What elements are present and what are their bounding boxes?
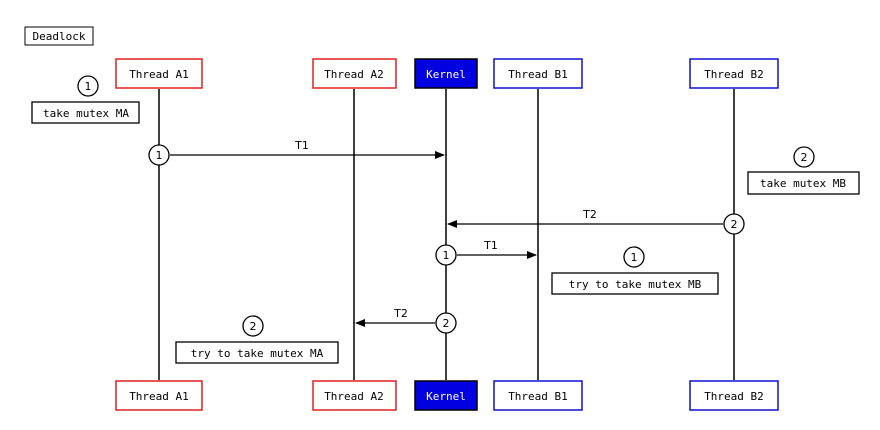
message-label: T2 bbox=[393, 307, 408, 320]
participant-label: Thread A1 bbox=[129, 68, 189, 81]
participant-kernel-top: Kernel bbox=[414, 58, 478, 89]
note-text: try to take mutex MA bbox=[191, 347, 324, 360]
step-marker-kernel-2: 2 bbox=[435, 312, 457, 334]
participant-thread-a1-top: Thread A1 bbox=[115, 58, 203, 89]
participant-thread-b1-bottom: Thread B1 bbox=[493, 380, 583, 411]
step-marker-a1: 1 bbox=[148, 144, 170, 166]
participant-thread-a1-bottom: Thread A1 bbox=[115, 380, 203, 411]
note-number-circle bbox=[77, 75, 99, 97]
note-number: 2 bbox=[801, 151, 808, 164]
note-text: try to take mutex MB bbox=[569, 278, 702, 291]
note-try-take-mutex-ma: 2 try to take mutex MA bbox=[175, 315, 339, 364]
participant-label: Kernel bbox=[426, 390, 466, 403]
message-kernel-to-b1: T1 bbox=[457, 239, 537, 259]
note-take-mutex-mb: 2 take mutex MB bbox=[747, 146, 860, 195]
note-number: 1 bbox=[631, 251, 638, 264]
diagram-title: Deadlock bbox=[24, 26, 94, 46]
message-label: T2 bbox=[582, 208, 597, 221]
message-label: T1 bbox=[294, 139, 309, 152]
participant-kernel-bottom: Kernel bbox=[414, 380, 478, 411]
message-a1-to-kernel: T1 bbox=[170, 139, 445, 159]
message-label: T1 bbox=[483, 239, 498, 252]
participant-thread-b2-bottom: Thread B2 bbox=[689, 380, 779, 411]
participant-label: Thread B1 bbox=[508, 390, 568, 403]
note-take-mutex-ma: 1 take mutex MA bbox=[31, 75, 140, 124]
diagram-title-text: Deadlock bbox=[33, 30, 86, 43]
note-number: 2 bbox=[250, 320, 257, 333]
step-marker-b2: 2 bbox=[723, 213, 745, 235]
participant-thread-b2-top: Thread B2 bbox=[689, 58, 779, 89]
step-marker-number: 2 bbox=[731, 218, 738, 231]
note-number-circle bbox=[242, 315, 264, 337]
step-marker-number: 1 bbox=[443, 249, 450, 262]
participant-label: Kernel bbox=[426, 68, 466, 81]
participant-label: Thread A1 bbox=[129, 390, 189, 403]
note-try-take-mutex-mb: 1 try to take mutex MB bbox=[551, 246, 719, 295]
participant-label: Thread B1 bbox=[508, 68, 568, 81]
participant-thread-a2-bottom: Thread A2 bbox=[312, 380, 397, 411]
participant-thread-a2-top: Thread A2 bbox=[312, 58, 397, 89]
participant-label: Thread B2 bbox=[704, 390, 764, 403]
step-marker-number: 2 bbox=[443, 317, 450, 330]
step-marker-kernel-1: 1 bbox=[435, 244, 457, 266]
participant-label: Thread A2 bbox=[324, 68, 384, 81]
participant-label: Thread A2 bbox=[324, 390, 384, 403]
message-kernel-to-a2: T2 bbox=[355, 307, 435, 327]
note-number-circle bbox=[623, 246, 645, 268]
note-text: take mutex MB bbox=[760, 177, 846, 190]
note-number-circle bbox=[793, 146, 815, 168]
message-b2-to-kernel: T2 bbox=[447, 208, 723, 228]
step-marker-number: 1 bbox=[156, 149, 163, 162]
note-number: 1 bbox=[85, 80, 92, 93]
participant-label: Thread B2 bbox=[704, 68, 764, 81]
participant-thread-b1-top: Thread B1 bbox=[493, 58, 583, 89]
note-text: take mutex MA bbox=[43, 107, 129, 120]
